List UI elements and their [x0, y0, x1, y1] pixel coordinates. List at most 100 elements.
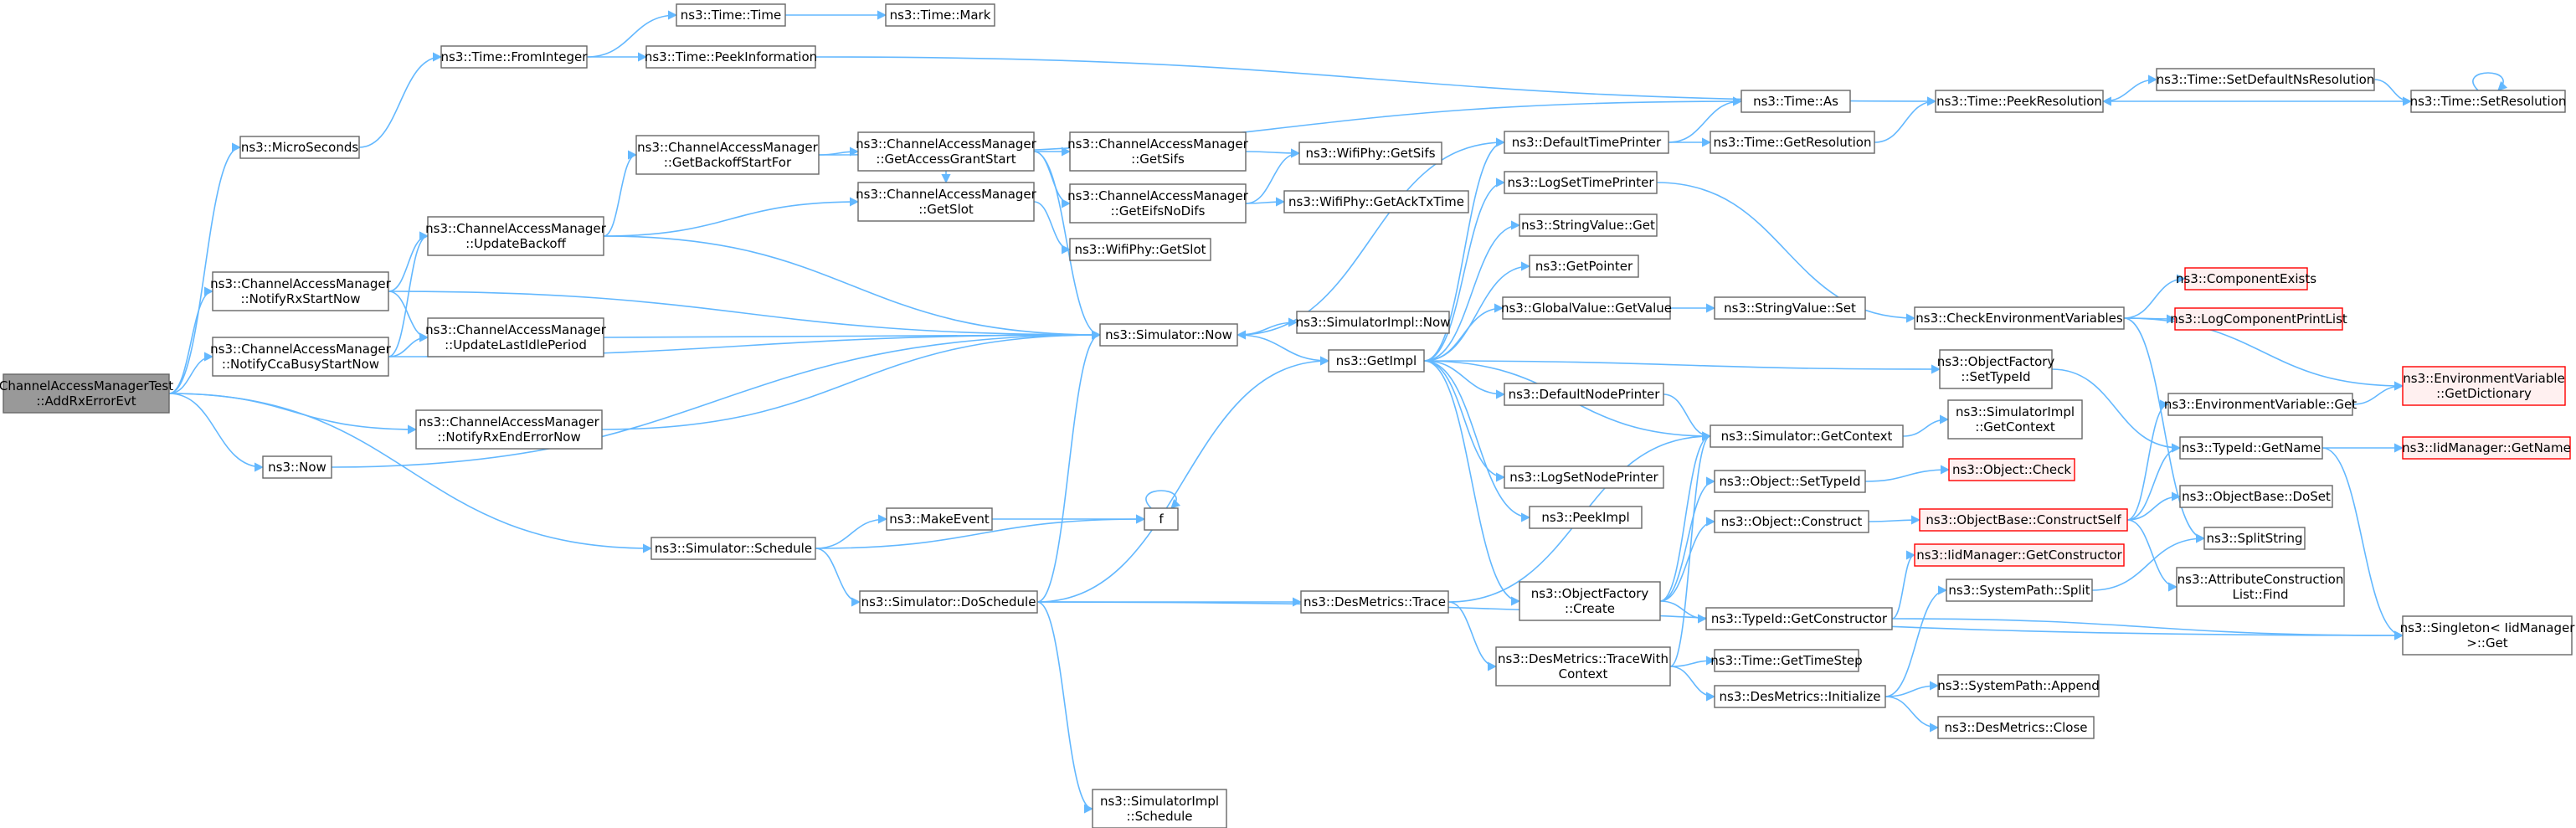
node-label: ns3::Time::GetTimeStep: [1710, 653, 1862, 668]
node-defaulttimeprinter[interactable]: ns3::DefaultTimePrinter: [1504, 131, 1669, 154]
node-label: List::Find: [2232, 587, 2288, 602]
node-timegetres[interactable]: ns3::Time::GetResolution: [1710, 131, 1875, 154]
edge-logsettimeprinter-to-checkenvvars: [1656, 182, 1916, 323]
node-checkenvvars[interactable]: ns3::CheckEnvironmentVariables: [1914, 306, 2125, 330]
node-box: [1947, 399, 2083, 440]
node-notifyrxstartnow[interactable]: ns3::ChannelAccessManager::NotifyRxStart…: [210, 271, 392, 311]
node-getslot[interactable]: ns3::ChannelAccessManager::GetSlot: [856, 182, 1037, 222]
node-envvargetdict[interactable]: ns3::EnvironmentVariable::GetDictionary: [2402, 366, 2566, 406]
node-label: ns3::Time::PeekInformation: [645, 49, 817, 64]
node-singletonget[interactable]: ns3::Singleton< IidManager >::Get: [2400, 615, 2576, 656]
node-box: [1935, 90, 2104, 113]
node-now[interactable]: ns3::Now: [262, 455, 332, 479]
node-objfactorysettypeid[interactable]: ns3::ObjectFactory::SetTypeId: [1937, 349, 2055, 389]
node-getaccessgrant[interactable]: ns3::ChannelAccessManager::GetAccessGran…: [856, 131, 1037, 172]
node-syspathsplit[interactable]: ns3::SystemPath::Split: [1946, 579, 2093, 602]
edge-objfactorycreate-to-typeidgetctor: [1659, 600, 1708, 624]
node-getpointer[interactable]: ns3::GetPointer: [1529, 255, 1639, 278]
node-iidgetname[interactable]: ns3::IidManager::GetName: [2402, 436, 2571, 460]
node-desclose[interactable]: ns3::DesMetrics::Close: [1937, 716, 2095, 739]
edge-constructself-to-typeidgetname: [2126, 443, 2182, 521]
node-label: ns3::WifiPhy::GetSlot: [1074, 242, 1206, 257]
node-simgetcontext[interactable]: ns3::Simulator::GetContext: [1710, 424, 1904, 448]
node-logcomplist[interactable]: ns3::LogComponentPrintList: [2170, 307, 2347, 331]
node-f[interactable]: f: [1144, 507, 1179, 531]
node-defaultnodeprinter[interactable]: ns3::DefaultNodePrinter: [1504, 383, 1664, 406]
node-box: [1948, 458, 2075, 481]
edge-typeidgetctor-to-singletonget: [1891, 618, 2404, 640]
node-box: [1099, 323, 1238, 347]
node-wifigetsifs[interactable]: ns3::WifiPhy::GetSifs: [1298, 141, 1442, 165]
node-box: [857, 182, 1035, 222]
node-getsifs[interactable]: ns3::ChannelAccessManager::GetSifs: [1067, 131, 1249, 172]
node-box: [1529, 255, 1639, 278]
node-timegettimestep[interactable]: ns3::Time::GetTimeStep: [1710, 649, 1863, 672]
edge-typeidgetname-to-singletonget: [2321, 447, 2404, 640]
node-objectconstruct[interactable]: ns3::Object::Construct: [1714, 510, 1869, 533]
edge-checkenvvars-to-componentexists: [2123, 274, 2187, 319]
node-objfactorycreate[interactable]: ns3::ObjectFactory::Create: [1519, 581, 1661, 621]
node-label: ns3::GetImpl: [1336, 353, 1417, 368]
node-setdefaultns[interactable]: ns3::Time::SetDefaultNsResolution: [2156, 68, 2375, 91]
node-getimpl[interactable]: ns3::GetImpl: [1328, 349, 1425, 373]
node-label: ::GetSlot: [918, 202, 974, 217]
node-label: ns3::SimulatorImpl: [1100, 794, 1219, 809]
edge-constructself-to-envvarget: [2126, 399, 2170, 521]
node-logsetnodeprinter[interactable]: ns3::LogSetNodePrinter: [1504, 465, 1664, 489]
node-box: [1937, 716, 2095, 739]
node-simimplschedule[interactable]: ns3::SimulatorImpl::Schedule: [1092, 789, 1227, 828]
node-label: ns3::WifiPhy::GetSifs: [1305, 146, 1435, 161]
node-microseconds[interactable]: ns3::MicroSeconds: [239, 136, 360, 159]
node-wifigetslot[interactable]: ns3::WifiPhy::GetSlot: [1069, 238, 1211, 261]
node-geteifs[interactable]: ns3::ChannelAccessManager::GetEifsNoDifs: [1067, 183, 1249, 224]
node-logsettimeprinter[interactable]: ns3::LogSetTimePrinter: [1504, 171, 1658, 194]
node-timeas[interactable]: ns3::Time::As: [1740, 90, 1851, 113]
node-notifyccabusy[interactable]: ns3::ChannelAccessManager::NotifyCcaBusy…: [210, 337, 392, 377]
node-objectbasedoset[interactable]: ns3::ObjectBase::DoSet: [2179, 485, 2333, 508]
node-getbackoff[interactable]: ns3::ChannelAccessManager::GetBackoffSta…: [635, 135, 820, 175]
node-timetime[interactable]: ns3::Time::Time: [676, 3, 786, 27]
node-desinitialize[interactable]: ns3::DesMetrics::Initialize: [1714, 685, 1886, 708]
node-root[interactable]: ChannelAccessManagerTest::AddRxErrorEvt: [0, 373, 173, 414]
node-typeidgetctor[interactable]: ns3::TypeId::GetConstructor: [1705, 607, 1893, 630]
node-frominteger[interactable]: ns3::Time::FromInteger: [440, 45, 589, 69]
node-notifyrxerror[interactable]: ns3::ChannelAccessManager::NotifyRxEndEr…: [415, 409, 603, 450]
node-simimplnow[interactable]: ns3::SimulatorImpl::Now: [1296, 311, 1451, 334]
edge-simnow-to-getimpl: [1237, 334, 1330, 366]
node-peekimpl[interactable]: ns3::PeekImpl: [1529, 506, 1643, 529]
node-box: [1092, 789, 1227, 828]
node-componentexists[interactable]: ns3::ComponentExists: [2176, 267, 2316, 291]
node-stringvalueget[interactable]: ns3::StringValue::Get: [1519, 213, 1658, 237]
node-label: f: [1159, 512, 1164, 527]
edge-defaulttimeprinter-to-simnow: [1236, 141, 1505, 340]
node-peekres[interactable]: ns3::Time::PeekResolution: [1935, 90, 2104, 113]
node-updatelastidle[interactable]: ns3::ChannelAccessManager::UpdateLastIdl…: [425, 317, 607, 357]
node-envvarget[interactable]: ns3::EnvironmentVariable::Get: [2164, 393, 2357, 416]
node-simnow[interactable]: ns3::Simulator::Now: [1099, 323, 1238, 347]
edge-simgetcontext-to-simimplgetctx: [1902, 414, 1950, 437]
node-updatebackoff[interactable]: ns3::ChannelAccessManager::UpdateBackoff: [425, 216, 607, 256]
node-constructself[interactable]: ns3::ObjectBase::ConstructSelf: [1919, 508, 2128, 532]
node-doschedule[interactable]: ns3::Simulator::DoSchedule: [859, 590, 1038, 614]
node-objectsettypeid[interactable]: ns3::Object::SetTypeId: [1714, 470, 1866, 493]
node-splitstring[interactable]: ns3::SplitString: [2203, 527, 2306, 550]
node-label: ns3::LogSetNodePrinter: [1509, 470, 1658, 485]
node-typeidgetname[interactable]: ns3::TypeId::GetName: [2179, 436, 2323, 460]
node-syspathappend[interactable]: ns3::SystemPath::Append: [1937, 674, 2100, 697]
node-objectcheck[interactable]: ns3::Object::Check: [1948, 458, 2075, 481]
node-timemark[interactable]: ns3::Time::Mark: [885, 3, 995, 27]
node-box: [1504, 171, 1658, 194]
node-wifigetack[interactable]: ns3::WifiPhy::GetAckTxTime: [1283, 190, 1469, 213]
node-label: ns3::DefaultNodePrinter: [1509, 387, 1661, 402]
node-desmetricstrace[interactable]: ns3::DesMetrics::Trace: [1300, 590, 1449, 614]
node-globalvalueget[interactable]: ns3::GlobalValue::GetValue: [1501, 296, 1672, 320]
node-makeevent[interactable]: ns3::MakeEvent: [886, 507, 993, 531]
node-peekinfo[interactable]: ns3::Time::PeekInformation: [645, 45, 817, 69]
node-stringvalueset[interactable]: ns3::StringValue::Set: [1714, 296, 1866, 320]
node-schedule[interactable]: ns3::Simulator::Schedule: [650, 537, 816, 560]
node-iidgetctor[interactable]: ns3::IidManager::GetConstructor: [1914, 543, 2125, 567]
node-setresolution[interactable]: ns3::Time::SetResolution: [2410, 90, 2567, 113]
node-simimplgetctx[interactable]: ns3::SimulatorImpl::GetContext: [1947, 399, 2083, 440]
